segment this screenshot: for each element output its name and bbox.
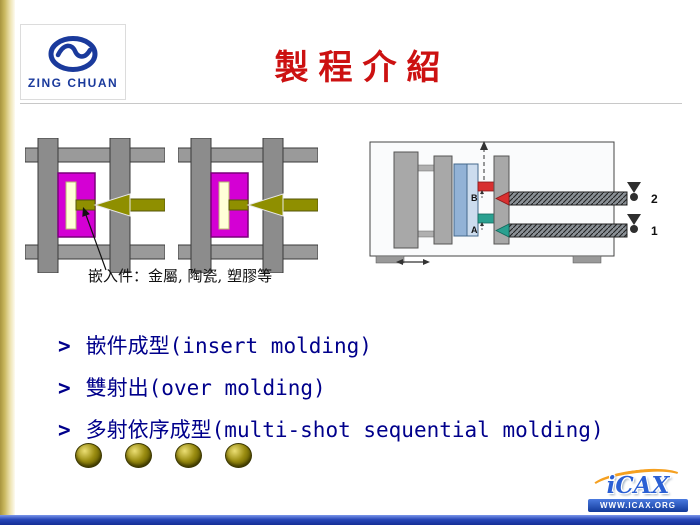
point-label-a: A — [471, 225, 478, 235]
bullet-item-over-molding: > 雙射出(over molding) — [58, 372, 604, 402]
zing-chuan-emblem-icon — [48, 35, 98, 72]
bullet-text: 嵌件成型(insert molding) — [85, 334, 372, 358]
hopper-icon-bottom — [627, 214, 641, 233]
nav-button-4[interactable] — [225, 443, 252, 468]
icax-url-text: WWW.ICAX.ORG — [588, 499, 688, 512]
left-border-strip — [0, 0, 15, 515]
bullet-marker: > — [58, 334, 71, 358]
bullet-marker: > — [58, 376, 71, 400]
bullet-text: 多射依序成型(multi-shot sequential molding) — [85, 418, 604, 442]
molding-machine-diagram: 2 1 B A — [369, 141, 658, 265]
bullet-item-multi-shot: > 多射依序成型(multi-shot sequential molding) — [58, 414, 604, 444]
mold-diagram-2 — [178, 138, 318, 273]
barrel-label-2: 2 — [651, 192, 658, 206]
bottom-border-bar — [0, 515, 700, 525]
bullet-text: 雙射出(over molding) — [85, 376, 326, 400]
caption-pointer-arrow — [82, 207, 107, 271]
page-title: 製程介紹 — [274, 48, 451, 88]
nav-buttons — [75, 443, 252, 468]
nav-button-1[interactable] — [75, 443, 102, 468]
nav-button-2[interactable] — [125, 443, 152, 468]
barrel-label-1: 1 — [651, 224, 658, 238]
point-label-b: B — [471, 193, 478, 203]
nav-button-3[interactable] — [175, 443, 202, 468]
icax-brand-text: iCAX — [606, 472, 670, 499]
company-logo: ZING CHUAN — [20, 24, 126, 100]
icax-logo[interactable]: iCAX WWW.ICAX.ORG — [588, 464, 688, 512]
bullet-item-insert-molding: > 嵌件成型(insert molding) — [58, 330, 604, 360]
insert-caption: 嵌入件：金屬, 陶瓷, 塑膠等 — [88, 267, 273, 285]
bullet-marker: > — [58, 418, 71, 442]
mold-diagram-1 — [25, 138, 165, 273]
hopper-icon-top — [627, 182, 641, 201]
title-divider — [20, 103, 682, 104]
bullet-list: > 嵌件成型(insert molding) > 雙射出(over moldin… — [58, 330, 604, 456]
company-name: ZING CHUAN — [27, 75, 119, 90]
